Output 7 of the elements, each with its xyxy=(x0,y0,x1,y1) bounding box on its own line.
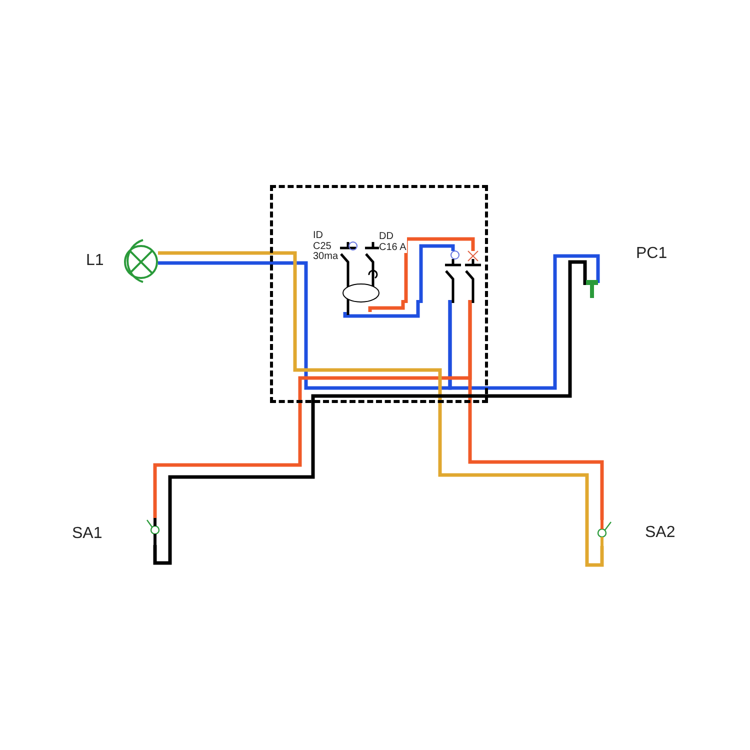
wire xyxy=(468,300,604,520)
device-label: ID C25 30ma xyxy=(313,231,337,262)
wire xyxy=(368,300,405,312)
device-label: DD C16 A xyxy=(379,232,407,253)
panel-outline xyxy=(270,185,488,403)
wire xyxy=(448,254,580,390)
wire xyxy=(343,300,420,318)
